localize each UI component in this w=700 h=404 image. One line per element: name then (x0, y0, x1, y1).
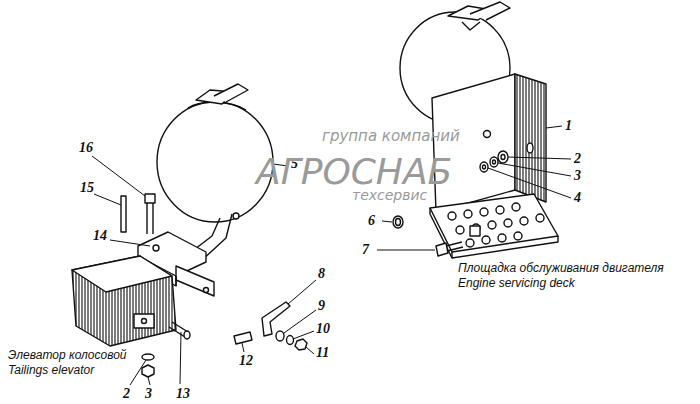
callout-number: 12 (239, 353, 253, 368)
watermark: АГРОСНАБ (256, 152, 452, 192)
callout-number: 3 (574, 168, 581, 183)
callout-number: 14 (93, 228, 107, 243)
callout-number: 15 (80, 180, 94, 195)
callout-number: 1 (565, 118, 572, 133)
callout-number: 4 (574, 190, 581, 205)
caption-text: Элеватор колосовой (8, 349, 127, 362)
callout-number: 6 (368, 213, 375, 228)
callout-number: 7 (362, 242, 369, 257)
callout-number: 9 (318, 298, 325, 313)
callout-number: 2 (123, 386, 130, 401)
callout-number: 16 (79, 140, 93, 155)
caption-text: Engine servicing deck (458, 277, 575, 290)
caption-text: Tailings elevator (8, 364, 94, 377)
callout-number: 10 (316, 321, 330, 336)
callout-number: 8 (318, 266, 325, 281)
callout-number: 13 (176, 386, 190, 401)
callout-number: 2 (574, 151, 581, 166)
callout-number: 3 (145, 386, 152, 401)
watermark: группа компаний (322, 128, 460, 145)
caption-text: Площадка обслуживания двигателя (458, 262, 664, 275)
callout-number: 11 (316, 345, 329, 360)
watermark: техсервис (352, 188, 427, 203)
